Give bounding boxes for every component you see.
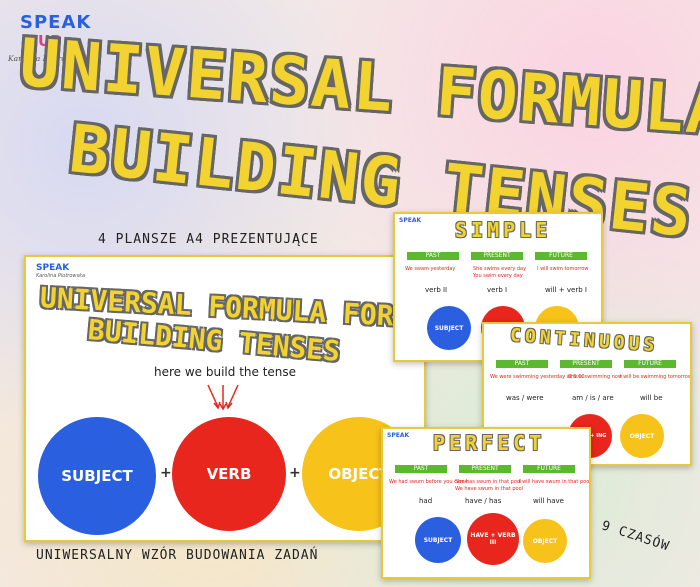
perfect-object-circle: OBJECT [523,519,567,563]
example-past: We had swum before you came [389,479,468,485]
form-past: had [419,497,433,505]
example-present: She swims every day [473,266,527,272]
perfect-subject-label: SUBJECT [423,536,453,544]
example-present: She is swimming now [568,374,623,380]
form-present: am / is / are [572,394,614,402]
arrows-icon [207,384,239,411]
speak-up-logo: SPEAK UP Karolina Piotrowska [8,8,98,70]
simple-logo: SPEAK [399,217,422,224]
perfect-object-label: OBJECT [532,537,558,545]
example-future: I will have swum in that pool [519,479,591,485]
main-card-logo-word: SPEAK [36,263,70,273]
example-present-2: You swim every day [473,273,523,279]
example-past: We were swimming yesterday at 5:00 [490,374,585,380]
tab-future: FUTURE [523,465,575,473]
continuous-object-label: OBJECT [629,432,655,440]
main-card-logo-author: Karolina Piotrowska [36,273,86,279]
example-present: She has swum in that pool [455,479,522,485]
tab-present: PRESENT [459,465,511,473]
perfect-logo: SPEAK [387,432,410,439]
continuous-object-circle: OBJECT [620,414,664,458]
caption-tenses: 9 CZASÓW [599,518,672,555]
logo-author: Karolina Piotrowska [8,54,86,63]
tab-past: PAST [496,360,548,368]
logo-letters: SPEAK [20,12,92,33]
subject-label: SUBJECT [61,467,133,485]
form-future: will + verb I [545,286,587,294]
form-present: verb I [487,286,508,294]
form-present: have / has [465,497,502,505]
verb-circle: VERB [172,417,286,531]
perfect-card: SPEAK PERFECT PAST PRESENT FUTURE We had… [381,427,591,579]
tab-present: PRESENT [560,360,612,368]
tab-present: PRESENT [471,252,523,260]
form-past: verb II [425,286,448,294]
main-card: SPEAK Karolina Piotrowska UNIVERSAL FORM… [24,255,426,542]
main-card-logo: SPEAK Karolina Piotrowska [36,263,86,291]
plus-sign: + [160,465,172,481]
form-future: will have [533,497,564,505]
logo-up: UP [38,32,62,50]
perfect-verb-label: HAVE + VERB III [470,532,516,546]
caption-boards: 4 PLANSZE A4 PREZENTUJĄCE [98,232,319,247]
plus-sign: + [289,465,301,481]
object-label: OBJECT [328,465,390,483]
subject-circle: SUBJECT [38,417,156,535]
form-past: was / were [506,394,544,402]
logo-word: SPEAK [20,12,91,33]
example-future: I will swim tomorrow [537,266,589,272]
simple-subject-circle: SUBJECT [427,306,471,350]
simple-subject-label: SUBJECT [434,324,464,332]
caption-bottom: UNIWERSALNY WZÓR BUDOWANIA ZADAŃ [36,548,319,563]
tab-future: FUTURE [535,252,587,260]
tab-future: FUTURE [624,360,676,368]
tab-past: PAST [407,252,459,260]
tab-past: PAST [395,465,447,473]
continuous-title: CONTINUOUS [509,324,659,357]
example-past: We swam yesterday [405,266,456,272]
form-future: will be [640,394,663,402]
simple-title: SIMPLE [455,218,552,242]
main-card-hint: here we build the tense [154,365,297,379]
verb-label: VERB [206,465,252,483]
perfect-verb-circle: HAVE + VERB III [467,513,519,565]
perfect-title: PERFECT [433,431,546,455]
example-future: I will be swimming tomorrow [620,374,692,380]
perfect-subject-circle: SUBJECT [415,517,461,563]
example-present-2: We have swum in that pool [455,486,524,492]
